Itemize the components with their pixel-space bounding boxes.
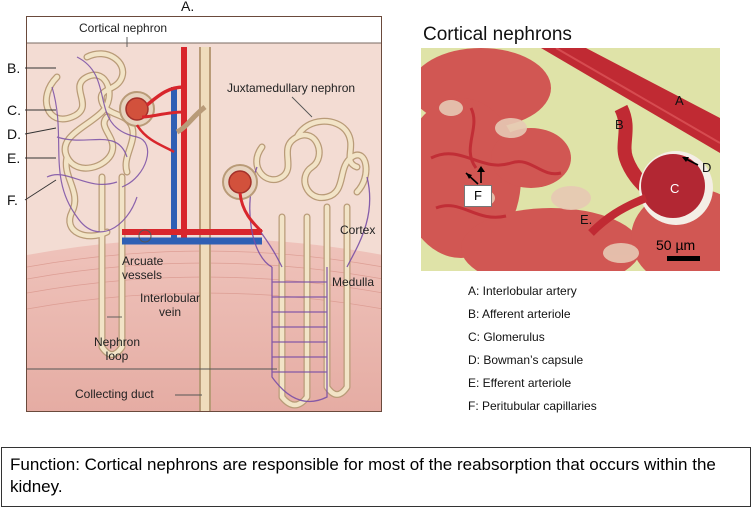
legend-item-f: F: Peritubular capillaries <box>468 399 597 413</box>
photo-letter-b: B <box>615 117 624 132</box>
diagram-letter-f: F. <box>7 192 18 208</box>
cortical-nephron-label: Cortical nephron <box>79 21 168 35</box>
photo-letter-a: A <box>675 93 684 108</box>
diagram-letter-c: C. <box>7 102 21 118</box>
diagram-letter-a: A. <box>181 0 195 14</box>
legend-item-d: D: Bowman’s capsule <box>468 353 584 367</box>
nephron-illustration <box>27 17 381 411</box>
scale-bar-label: 50 µm <box>656 237 696 253</box>
cortical-glomerulus <box>125 97 149 121</box>
legend-item-a: A: Interlobular artery <box>468 284 577 298</box>
nephron-loop-label: Nephron loop <box>94 335 141 363</box>
legend-item-b: B: Afferent arteriole <box>468 307 571 321</box>
micrograph-image <box>421 48 720 271</box>
photo-letter-d: D <box>702 160 712 175</box>
photo-glomerulus <box>641 154 705 218</box>
collecting-duct-label: Collecting duct <box>75 387 154 401</box>
diagram-letter-e: E. <box>7 150 21 166</box>
legend: A: Interlobular artery B: Afferent arter… <box>468 280 597 418</box>
side-letter-pointers <box>24 67 57 201</box>
legend-item-c: C: Glomerulus <box>468 330 545 344</box>
photo-letter-e: E. <box>580 212 593 227</box>
diagram-letter-b: B. <box>7 60 21 76</box>
medulla-label: Medulla <box>332 275 375 289</box>
micrograph-title: Cortical nephrons <box>423 24 572 45</box>
cortex-label: Cortex <box>340 223 376 237</box>
photo-interlobular-artery <box>541 48 720 153</box>
interlobular-vein-label: Interlobular vein <box>140 291 201 319</box>
juxtamedullary-glomerulus <box>228 170 252 194</box>
juxtamedullary-nephron-label: Juxtamedullary nephron <box>227 81 356 95</box>
photo-letter-f: F <box>464 185 492 207</box>
scale-bar <box>667 256 700 261</box>
micrograph <box>421 48 720 271</box>
diagram-letter-d: D. <box>7 126 21 142</box>
legend-item-e: E: Efferent arteriole <box>468 376 572 390</box>
function-description: Function: Cortical nephrons are responsi… <box>1 447 751 507</box>
photo-letter-c: C <box>670 181 680 196</box>
nephron-diagram: Cortical nephron Juxtamedullary nephron … <box>26 16 382 412</box>
arcuate-vessels-label: Arcuate vessels <box>122 254 164 282</box>
